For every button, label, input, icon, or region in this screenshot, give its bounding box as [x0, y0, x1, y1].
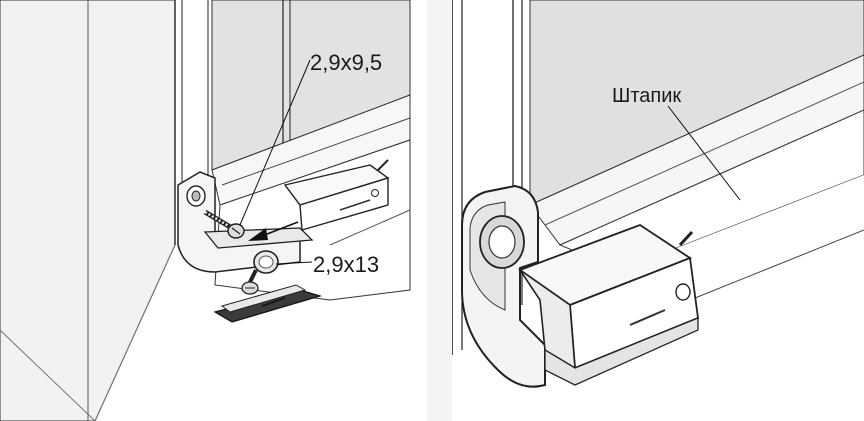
left-housing-hole — [371, 189, 379, 197]
left-rail-line-2 — [329, 209, 411, 246]
right-housing-hole — [675, 283, 691, 301]
left-screw-cap-inner — [258, 255, 274, 269]
left-miter-line — [0, 329, 96, 421]
insert-arrow-icon — [248, 221, 299, 241]
right-glass-pane — [529, 0, 864, 206]
leader-bead — [667, 105, 741, 201]
right-sash-face — [427, 0, 452, 421]
leader-screw-small — [239, 59, 311, 226]
left-panel: 2,9x9,5 2,9x13 — [0, 0, 411, 421]
left-hinge-pin-hole-inner — [191, 190, 201, 202]
right-panel: Штапик — [427, 0, 864, 421]
right-bottom-line — [689, 229, 864, 301]
left-miter-line-2 — [94, 244, 176, 421]
left-cover-slot — [261, 297, 286, 307]
right-housing-slot — [629, 309, 666, 326]
left-cover-plate-top — [220, 284, 307, 313]
panel-gap — [411, 0, 427, 421]
left-housing-slot — [339, 199, 371, 211]
right-housing-pin — [678, 230, 694, 247]
left-rail-line-1 — [221, 117, 411, 186]
left-hinge-housing-front — [299, 177, 389, 231]
label-bead: Штапик — [612, 85, 681, 107]
screw-long-icon — [241, 269, 259, 295]
leader-screw-long — [275, 261, 313, 265]
right-bead-rail — [529, 54, 864, 246]
right-hinge-pin-hole-inner — [488, 225, 516, 259]
label-screw-long: 2,9x13 — [313, 252, 379, 277]
screw-small-icon — [203, 209, 245, 239]
right-housing-base — [544, 317, 699, 386]
left-hinge-bracket — [177, 171, 301, 273]
left-housing-pin — [377, 159, 389, 171]
right-bottom-area — [560, 175, 864, 421]
label-screw-small: 2,9x9,5 — [310, 50, 382, 75]
